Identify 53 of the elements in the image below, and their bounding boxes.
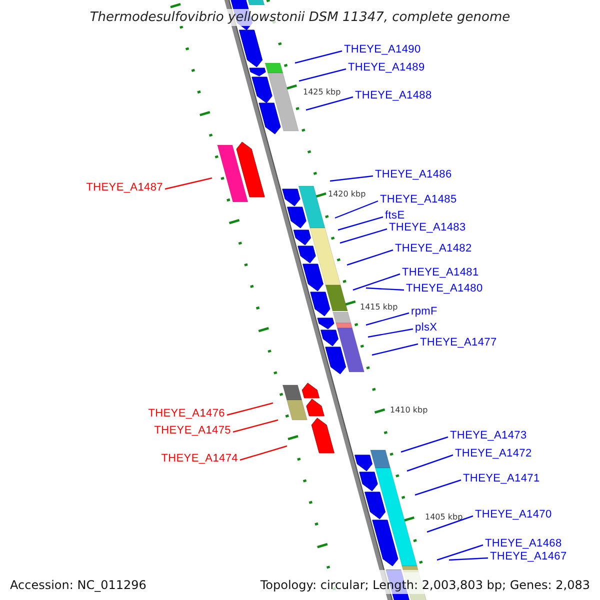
gene-label: THEYE_A1476 [148, 408, 225, 420]
leader-line [352, 273, 400, 291]
position-label: 1425 kbp [303, 88, 341, 96]
gene-label: THEYE_A1477 [420, 336, 497, 350]
leader-line [366, 287, 404, 291]
leader-line [164, 177, 212, 190]
gene-label: THEYE_A1487 [86, 182, 163, 194]
leader-line [436, 544, 484, 561]
leader-line [346, 249, 394, 266]
position-label: 1420 kbp [328, 190, 366, 198]
genome-info-text: Topology: circular; Length: 2,003,803 bp; Genes: 2,083 [260, 578, 590, 592]
leader-line [338, 216, 384, 231]
gene-label: THEYE_A1473 [450, 430, 527, 442]
position-label: 1415 kbp [360, 302, 398, 312]
gene-label: THEYE_A1490 [344, 44, 421, 56]
leader-line [366, 312, 410, 326]
leader-line [448, 557, 488, 561]
leader-line [306, 96, 354, 111]
leader-line [340, 228, 388, 244]
leader-line [414, 479, 462, 496]
gene-label: THEYE_A1489 [348, 62, 425, 74]
gene-label: THEYE_A1485 [380, 194, 457, 206]
leader-line [294, 50, 342, 64]
gene-label: rpmF [411, 306, 438, 318]
gene-label: THEYE_A1470 [475, 508, 552, 522]
gene-label: THEYE_A1488 [355, 90, 432, 102]
gene-label: THEYE_A1471 [463, 472, 540, 486]
leader-line [372, 343, 418, 356]
gene-label: THEYE_A1482 [395, 242, 472, 256]
gene-label: plsX [415, 322, 438, 334]
leader-line [330, 175, 374, 182]
gene-label: THEYE_A1475 [154, 424, 231, 438]
gene-label: ftsE [385, 210, 405, 222]
gene-label: THEYE_A1480 [406, 282, 483, 296]
leader-line [368, 328, 414, 338]
leader-line [406, 454, 454, 472]
leader-line [298, 68, 346, 82]
leader-line [334, 200, 378, 219]
position-label: 1410 kbp [390, 406, 428, 414]
gene-label: THEYE_A1468 [485, 538, 562, 550]
gene-label: THEYE_A1472 [455, 448, 532, 460]
gene-label: THEYE_A1483 [389, 222, 466, 234]
position-label: 1405 kbp [425, 512, 463, 522]
leader-line [426, 515, 474, 533]
leader-line [232, 419, 278, 433]
gene-label: THEYE_A1467 [490, 550, 567, 564]
leader-line [226, 402, 274, 416]
accession-text: Accession: NC_011296 [10, 578, 146, 592]
gene-label: THEYE_A1474 [161, 452, 238, 466]
gene-label: THEYE_A1486 [375, 168, 452, 182]
gene-label: THEYE_A1481 [402, 266, 479, 280]
leader-line [400, 436, 448, 453]
leader-line [240, 445, 288, 461]
